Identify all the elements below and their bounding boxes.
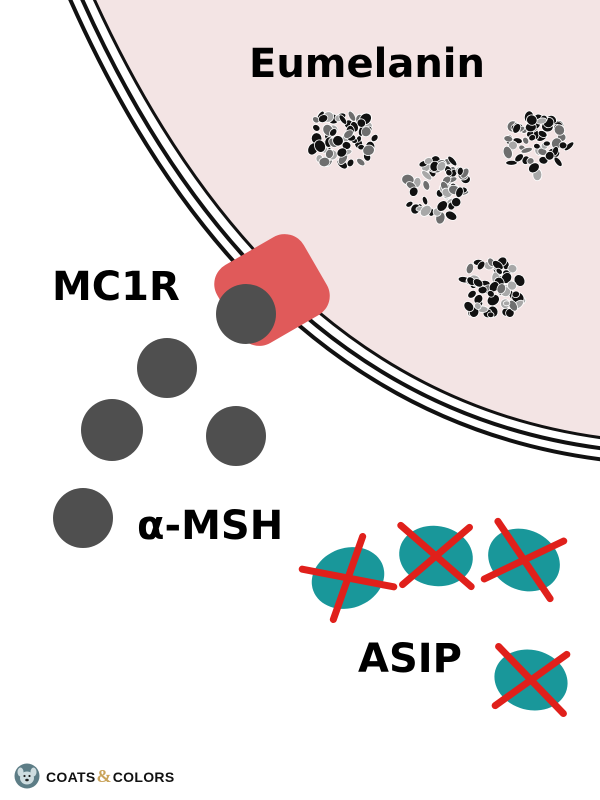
eumelanin-granules (307, 110, 575, 319)
eumelanin-granule (346, 158, 355, 168)
eumelanin-granule (419, 204, 432, 217)
eumelanin-granule (533, 142, 541, 150)
eumelanin-granule (356, 157, 366, 167)
eumelanin-granule (436, 200, 448, 212)
eumelanin-granule (332, 135, 344, 147)
blocked-cross-icon (480, 517, 568, 603)
eumelanin-granule (408, 186, 419, 197)
eumelanin-granule (520, 146, 533, 154)
eumelanin-granule-cluster (401, 155, 471, 225)
eumelanin-granule (476, 260, 486, 271)
eumelanin-granule (522, 136, 530, 145)
eumelanin-granule (343, 129, 354, 139)
eumelanin-granule (421, 170, 433, 181)
eumelanin-granule (503, 135, 514, 143)
eumelanin-granule (421, 195, 429, 206)
eumelanin-granule (508, 299, 518, 312)
asip-molecule (491, 642, 571, 718)
eumelanin-granule-cluster (502, 110, 575, 182)
eumelanin-granule (553, 156, 563, 167)
eumelanin-granule-cluster (457, 256, 527, 319)
eumelanin-granule (542, 140, 551, 147)
eumelanin-granule (463, 301, 475, 312)
eumelanin-granule (507, 280, 517, 291)
eumelanin-granule (347, 110, 357, 122)
eumelanin-granule (502, 300, 511, 307)
eumelanin-granule (313, 139, 327, 153)
eumelanin-granule (423, 157, 433, 165)
eumelanin-granule (505, 159, 518, 166)
eumelanin-granule-cluster (307, 110, 379, 170)
eumelanin-granule (526, 114, 538, 126)
eumelanin-granule (558, 141, 568, 150)
asip-label: ASIP (358, 636, 462, 682)
eumelanin-granule (514, 153, 524, 163)
eumelanin-granule (553, 124, 565, 136)
eumelanin-granule (338, 114, 348, 125)
asip-molecule (298, 532, 398, 624)
eumelanin-granule (472, 278, 484, 288)
brand-logo: COATS&COLORS (14, 762, 174, 790)
eumelanin-granule (487, 311, 495, 319)
blocked-cross-icon (298, 532, 398, 624)
dog-head-icon (14, 763, 40, 789)
eumelanin-granule (563, 141, 575, 152)
eumelanin-granule (528, 162, 540, 174)
msh-molecule (206, 406, 266, 466)
eumelanin-granule (317, 114, 329, 123)
eumelanin-label: Eumelanin (249, 41, 485, 87)
eumelanin-granule (486, 290, 495, 298)
asip-molecules (298, 517, 571, 718)
msh-label: α-MSH (137, 503, 283, 549)
eumelanin-granule (467, 289, 477, 299)
eumelanin-granule (312, 116, 320, 124)
msh-molecule (53, 488, 113, 548)
blocked-cross-icon (397, 521, 475, 591)
eumelanin-granule (362, 144, 375, 156)
eumelanin-granule (360, 126, 372, 138)
eumelanin-granule (336, 147, 348, 158)
blocked-cross-icon (491, 642, 571, 718)
asip-molecule (397, 521, 475, 591)
eumelanin-granule (528, 134, 537, 142)
msh-molecule (81, 399, 143, 461)
eumelanin-granule (495, 267, 503, 275)
eumelanin-granule (491, 260, 504, 271)
eumelanin-granule (511, 290, 520, 299)
eumelanin-granule (496, 283, 507, 295)
eumelanin-granule (502, 145, 513, 160)
eumelanin-granule (451, 197, 462, 208)
eumelanin-granule (465, 262, 475, 275)
mc1r-label: MC1R (52, 264, 180, 310)
eumelanin-granule (455, 186, 464, 198)
eumelanin-granule (329, 128, 338, 137)
alpha-msh-molecules (53, 284, 276, 548)
eumelanin-granule (447, 155, 458, 167)
eumelanin-granule (544, 150, 555, 161)
eumelanin-granule (405, 200, 414, 208)
msh-molecule (137, 338, 197, 398)
eumelanin-granule (318, 156, 331, 168)
eumelanin-granule (422, 180, 431, 191)
eumelanin-granule (474, 302, 482, 310)
cell-membrane-inner (92, 0, 600, 440)
eumelanin-granule (456, 166, 464, 176)
eumelanin-granule (312, 124, 321, 132)
eumelanin-granule (370, 133, 379, 143)
eumelanin-granule (445, 169, 453, 177)
eumelanin-granule (512, 123, 522, 134)
asip-molecule (480, 517, 568, 603)
eumelanin-granule (444, 210, 458, 221)
eumelanin-granule (507, 263, 518, 274)
brand-name: COATS&COLORS (46, 765, 175, 786)
eumelanin-granule (436, 161, 447, 172)
msh-bound (216, 284, 276, 344)
